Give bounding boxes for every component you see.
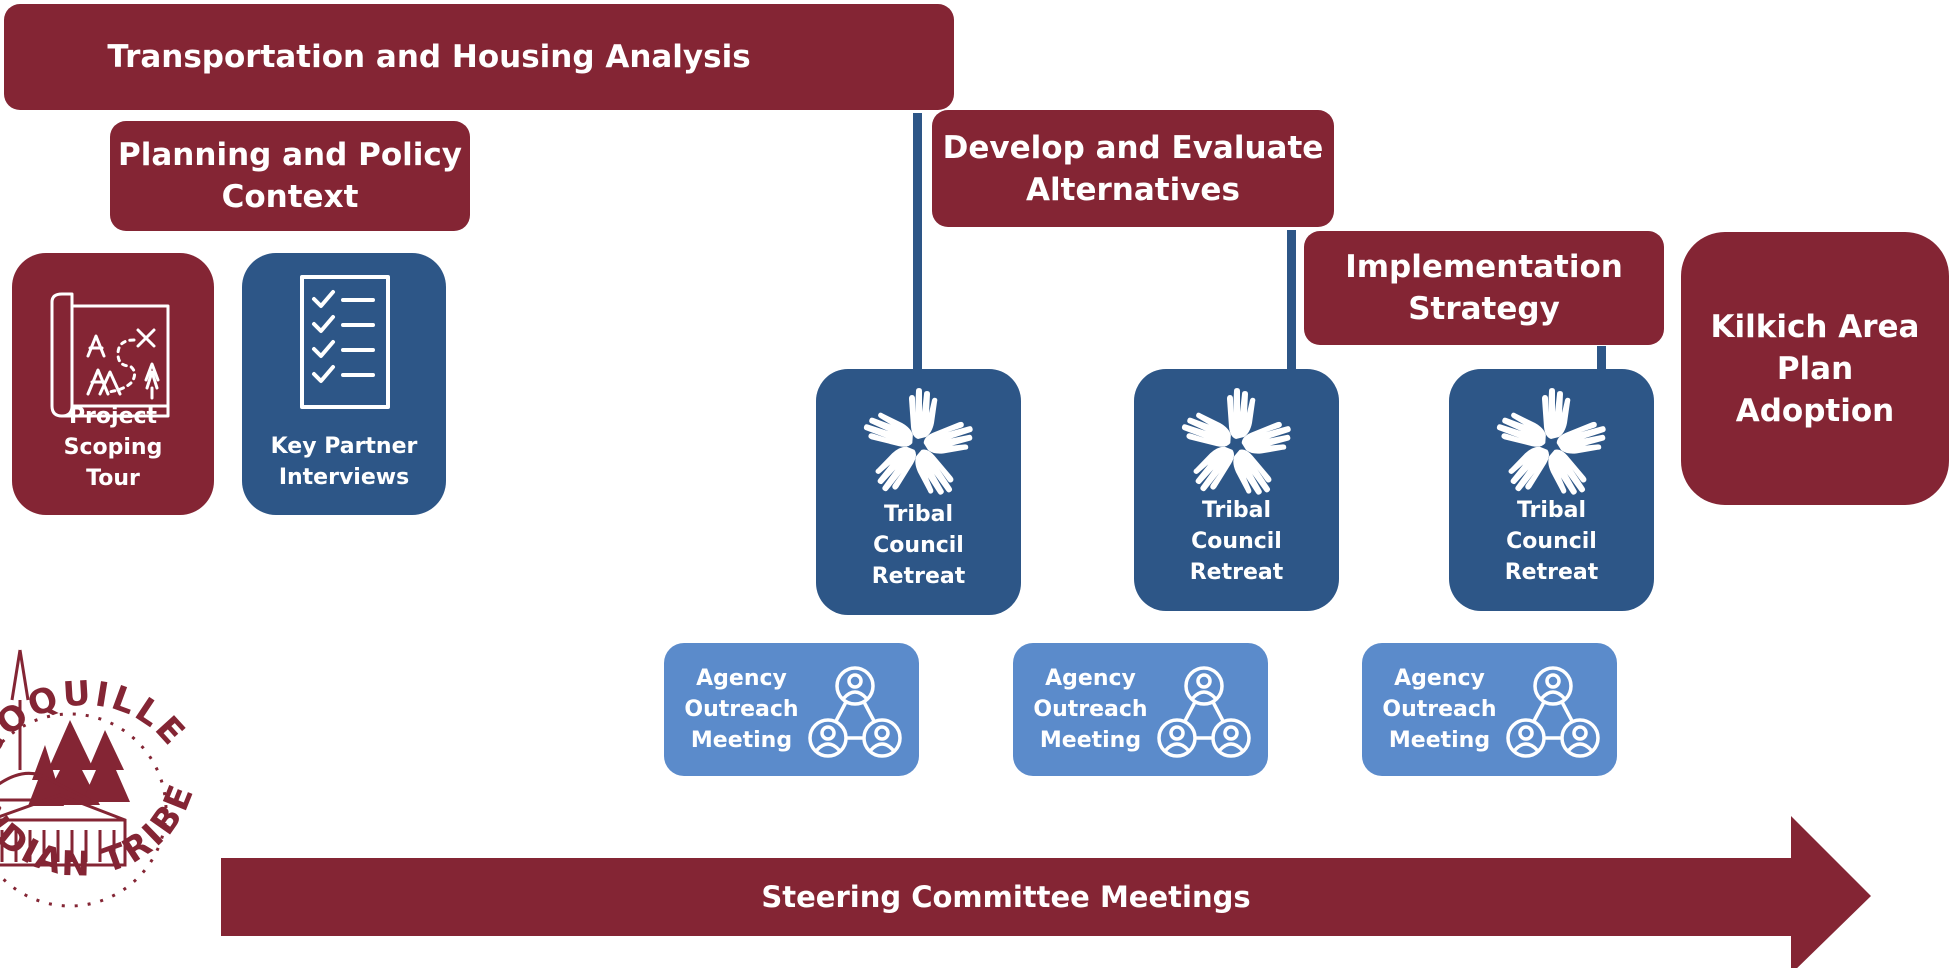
label-line: Scoping [63,435,163,460]
label-line: Outreach [1382,697,1497,722]
people-network-icon [1506,666,1600,758]
label-line: Interviews [278,465,410,490]
label-line: Tour [86,466,140,491]
label-line: Project [68,404,158,429]
activity-tribal-council-retreat-3: Tribal Council Retreat [1449,369,1654,611]
joined-hands-icon [1486,385,1616,505]
coquille-tribe-logo: COQUILLE INDIAN TRIBE [0,649,200,908]
phase-plan-adoption: Kilkich Area Plan Adoption [1681,232,1949,505]
connector-line [1287,230,1296,371]
activity-label: Tribal Council Retreat [1134,495,1339,588]
label-line: Agency [696,666,787,691]
label-line: Retreat [871,564,966,589]
label-line: Council [1191,529,1282,554]
label-line: Council [873,533,964,558]
phase-label-line: Planning and Policy [118,137,462,173]
timeline-label: Steering Committee Meetings [761,880,1251,914]
activity-tribal-council-retreat-2: Tribal Council Retreat [1134,369,1339,611]
label-line: Meeting [1039,728,1142,753]
label-line: Agency [1394,666,1485,691]
connector-line [1597,346,1606,371]
activity-agency-outreach-meeting-2: Agency Outreach Meeting [1013,643,1268,776]
activity-tribal-council-retreat-1: Tribal Council Retreat [816,369,1021,615]
activity-label: Key Partner Interviews [242,431,446,493]
label-line: Meeting [690,728,793,753]
phase-label-line: Adoption [1735,392,1895,429]
label-line: Key Partner [270,434,418,459]
activity-label: Tribal Council Retreat [1449,495,1654,588]
checklist-icon [300,275,390,409]
activity-label: Project Scoping Tour [12,401,214,494]
people-network-icon [1157,666,1251,758]
label-line: Outreach [1033,697,1148,722]
label-line: Agency [1045,666,1136,691]
activity-label: Agency Outreach Meeting [674,663,809,756]
connector-line [913,113,922,371]
phase-label-line: Context [221,179,359,215]
activity-label: Agency Outreach Meeting [1372,663,1507,756]
label-line: Tribal [883,502,954,527]
label-line: Tribal [1516,498,1587,523]
joined-hands-icon [853,385,983,505]
phase-implementation-strategy: Implementation Strategy [1304,231,1664,345]
phase-label-line: Kilkich Area [1710,308,1920,345]
label-line: Tribal [1201,498,1272,523]
activity-project-scoping-tour: Project Scoping Tour [12,253,214,515]
phase-planning-policy-context: Planning and Policy Context [110,121,470,231]
phase-label-line: Alternatives [1026,171,1240,208]
phase-label-line: Strategy [1408,291,1560,327]
activity-agency-outreach-meeting-1: Agency Outreach Meeting [664,643,919,776]
label-line: Meeting [1388,728,1491,753]
phase-label-line: Implementation [1345,249,1623,285]
map-icon [50,292,170,418]
phase-label-line: Plan [1776,350,1854,387]
phase-develop-evaluate-alternatives: Develop and Evaluate Alternatives [932,110,1334,227]
timeline-arrow [221,816,1871,968]
activity-agency-outreach-meeting-3: Agency Outreach Meeting [1362,643,1617,776]
phase-label-line: Develop and Evaluate [942,129,1324,166]
activity-key-partner-interviews: Key Partner Interviews [242,253,446,515]
people-network-icon [808,666,902,758]
joined-hands-icon [1171,385,1301,505]
label-line: Retreat [1504,560,1599,585]
label-line: Outreach [684,697,799,722]
label-line: Council [1506,529,1597,554]
activity-label: Agency Outreach Meeting [1023,663,1158,756]
label-line: Retreat [1189,560,1284,585]
phase-transportation-housing-analysis: Transportation and Housing Analysis [4,4,954,110]
activity-label: Tribal Council Retreat [816,499,1021,592]
phase-label: Transportation and Housing Analysis [107,39,751,75]
